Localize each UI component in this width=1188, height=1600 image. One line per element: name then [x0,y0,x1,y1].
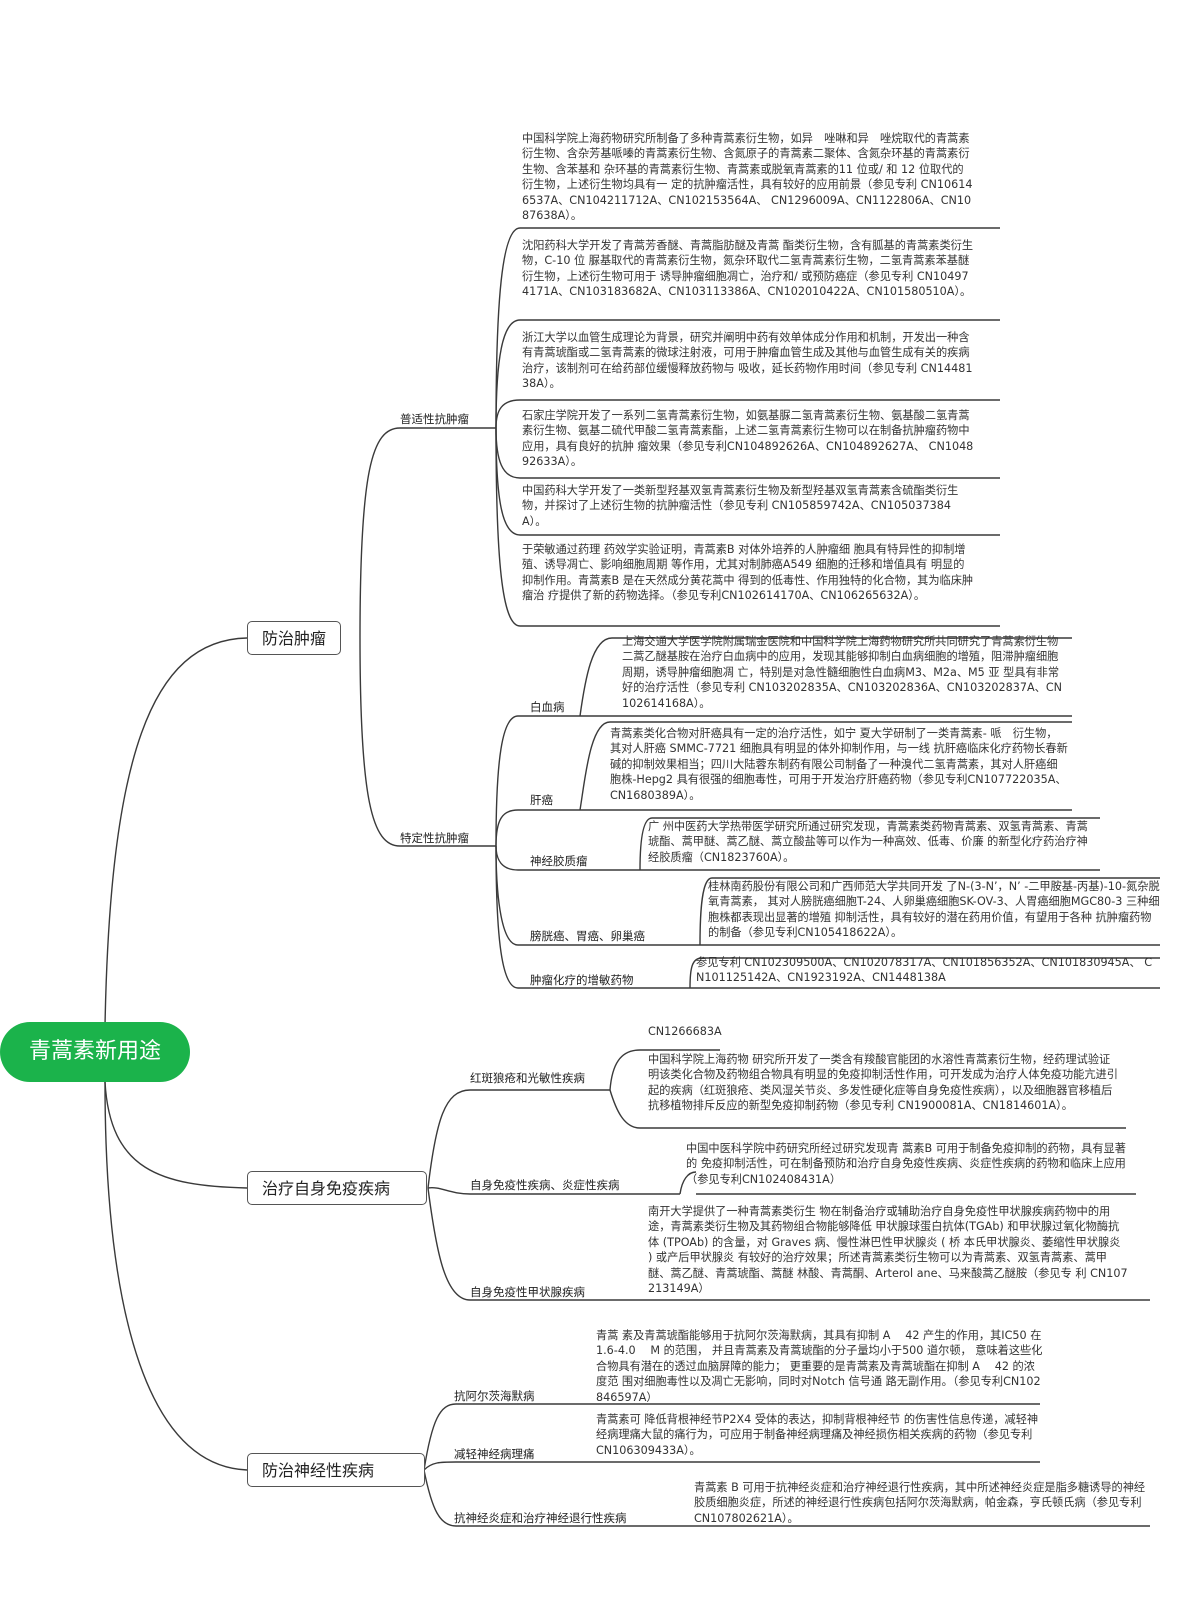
branch-tumor: 防治肿瘤 [247,621,342,655]
note-general-5: 中国药科大学开发了一类新型羟基双氢青蒿素衍生物及新型羟基双氢青蒿素含硫酯类衍生物… [522,484,959,528]
note-liver-cancer: 青蒿素类化合物对肝癌具有一定的治疗活性，如宁 夏大学研制了一类青蒿素- 哌 衍生… [610,727,1068,802]
note-general-3: 浙江大学以血管生成理论为背景，研究并阐明中药有效单体成分作用和机制，开发出一种含… [522,331,973,391]
note-general-4: 石家庄学院开发了一系列二氢青蒿素衍生物，如氨基脲二氢青蒿素衍生物、氨基酸二氢青蒿… [522,409,974,469]
connector-root-immune [104,1081,248,1189]
note-thyroid: 南开大学提供了一种青蒿素类衍生 物在制备治疗或辅助治疗自身免疫性甲状腺疾病药物中… [648,1205,1128,1296]
note-glioma: 广 州中医药大学热带医学研究所通过研究发现，青蒿素类药物青蒿素、双氢青蒿素、青蒿… [648,820,1088,864]
connector-tumor-specific [359,637,496,847]
group-general-antitumor: 普适性抗肿瘤 [400,412,469,426]
note-lupus: 中国科学院上海药物 研究所开发了一类含有羧酸官能团的水溶性青蒿素衍生物，经药理试… [648,1053,1118,1113]
item-neuroinflammation-neurodegeneration: 抗神经炎症和治疗神经退行性疾病 [454,1511,627,1525]
item-autoimmune-inflammatory: 自身免疫性疾病、炎症性疾病 [470,1178,620,1192]
root-node: 青蒿素新用途 [0,1022,190,1082]
note-bladder: 桂林南药股份有限公司和广西师范大学共同开发 了N-(3-N’，N’ -二甲胺基-… [708,880,1160,940]
note-general-1: 中国科学院上海药物研究所制备了多种青蒿素衍生物，如异 唑啉和异 唑烷取代的青蒿素… [522,132,973,223]
note-general-6: 于荣敏通过药理 药效学实验证明，青蒿素B 对体外培养的人肿瘤细 胞具有特异性的抑… [522,543,974,603]
note-neuroinflammation: 青蒿素 B 可用于抗神经炎症和治疗神经退行性疾病，其中所述神经炎症是脂多糖诱导的… [694,1481,1146,1525]
item-glioma: 神经胶质瘤 [530,854,588,868]
item-neuropathic-pain: 减轻神经病理痛 [454,1447,535,1461]
note-alzheimers: 青蒿 素及青蒿琥酯能够用于抗阿尔茨海默病，其具有抑制 A 42 产生的作用，其I… [596,1329,1043,1404]
connector-root-tumor [104,637,248,1027]
note-lupus-patent: CN1266683A [648,1025,722,1038]
item-autoimmune-thyroid: 自身免疫性甲状腺疾病 [470,1285,585,1299]
item-lupus-photosensitive: 红斑狼疮和光敏性疾病 [470,1071,585,1085]
item-leukemia: 白血病 [530,700,565,714]
note-leukemia: 上海交通大学医学院附属瑞金医院和中国科学院上海药物研究所共同研究了青蒿素衍生物二… [622,635,1063,710]
branch-neuro: 防治神经性疾病 [247,1453,425,1487]
note-autoimmune-inflammatory: 中国中医科学院中药研究所经过研究发现青 蒿素B 可用于制备免疫抑制的药物，具有显… [686,1142,1126,1186]
note-neuropathic-pain: 青蒿素可 降低背根神经节P2X4 受体的表达，抑制背根神经节 的伤害性信息传递，… [596,1413,1039,1457]
item-chemo-sensitizer: 肿瘤化疗的增敏药物 [530,973,634,987]
connector-tumor-general [359,427,496,639]
note-general-2: 沈阳药科大学开发了青蒿芳香醚、青蒿脂肪醚及青蒿 酯类衍生物，含有胍基的青蒿素类衍… [522,239,974,299]
note-chemo: 参见专利 CN102309500A、CN102078317A、CN1018563… [696,956,1153,985]
branch-immune: 治疗自身免疫疾病 [247,1171,427,1205]
item-bladder-gastric-ovarian: 膀胱癌、胃癌、卵巢癌 [530,929,645,943]
item-liver-cancer: 肝癌 [530,793,553,807]
connector-root-neuro [104,1081,248,1471]
group-specific-antitumor: 特定性抗肿瘤 [400,831,469,845]
item-alzheimers: 抗阿尔茨海默病 [454,1389,535,1403]
